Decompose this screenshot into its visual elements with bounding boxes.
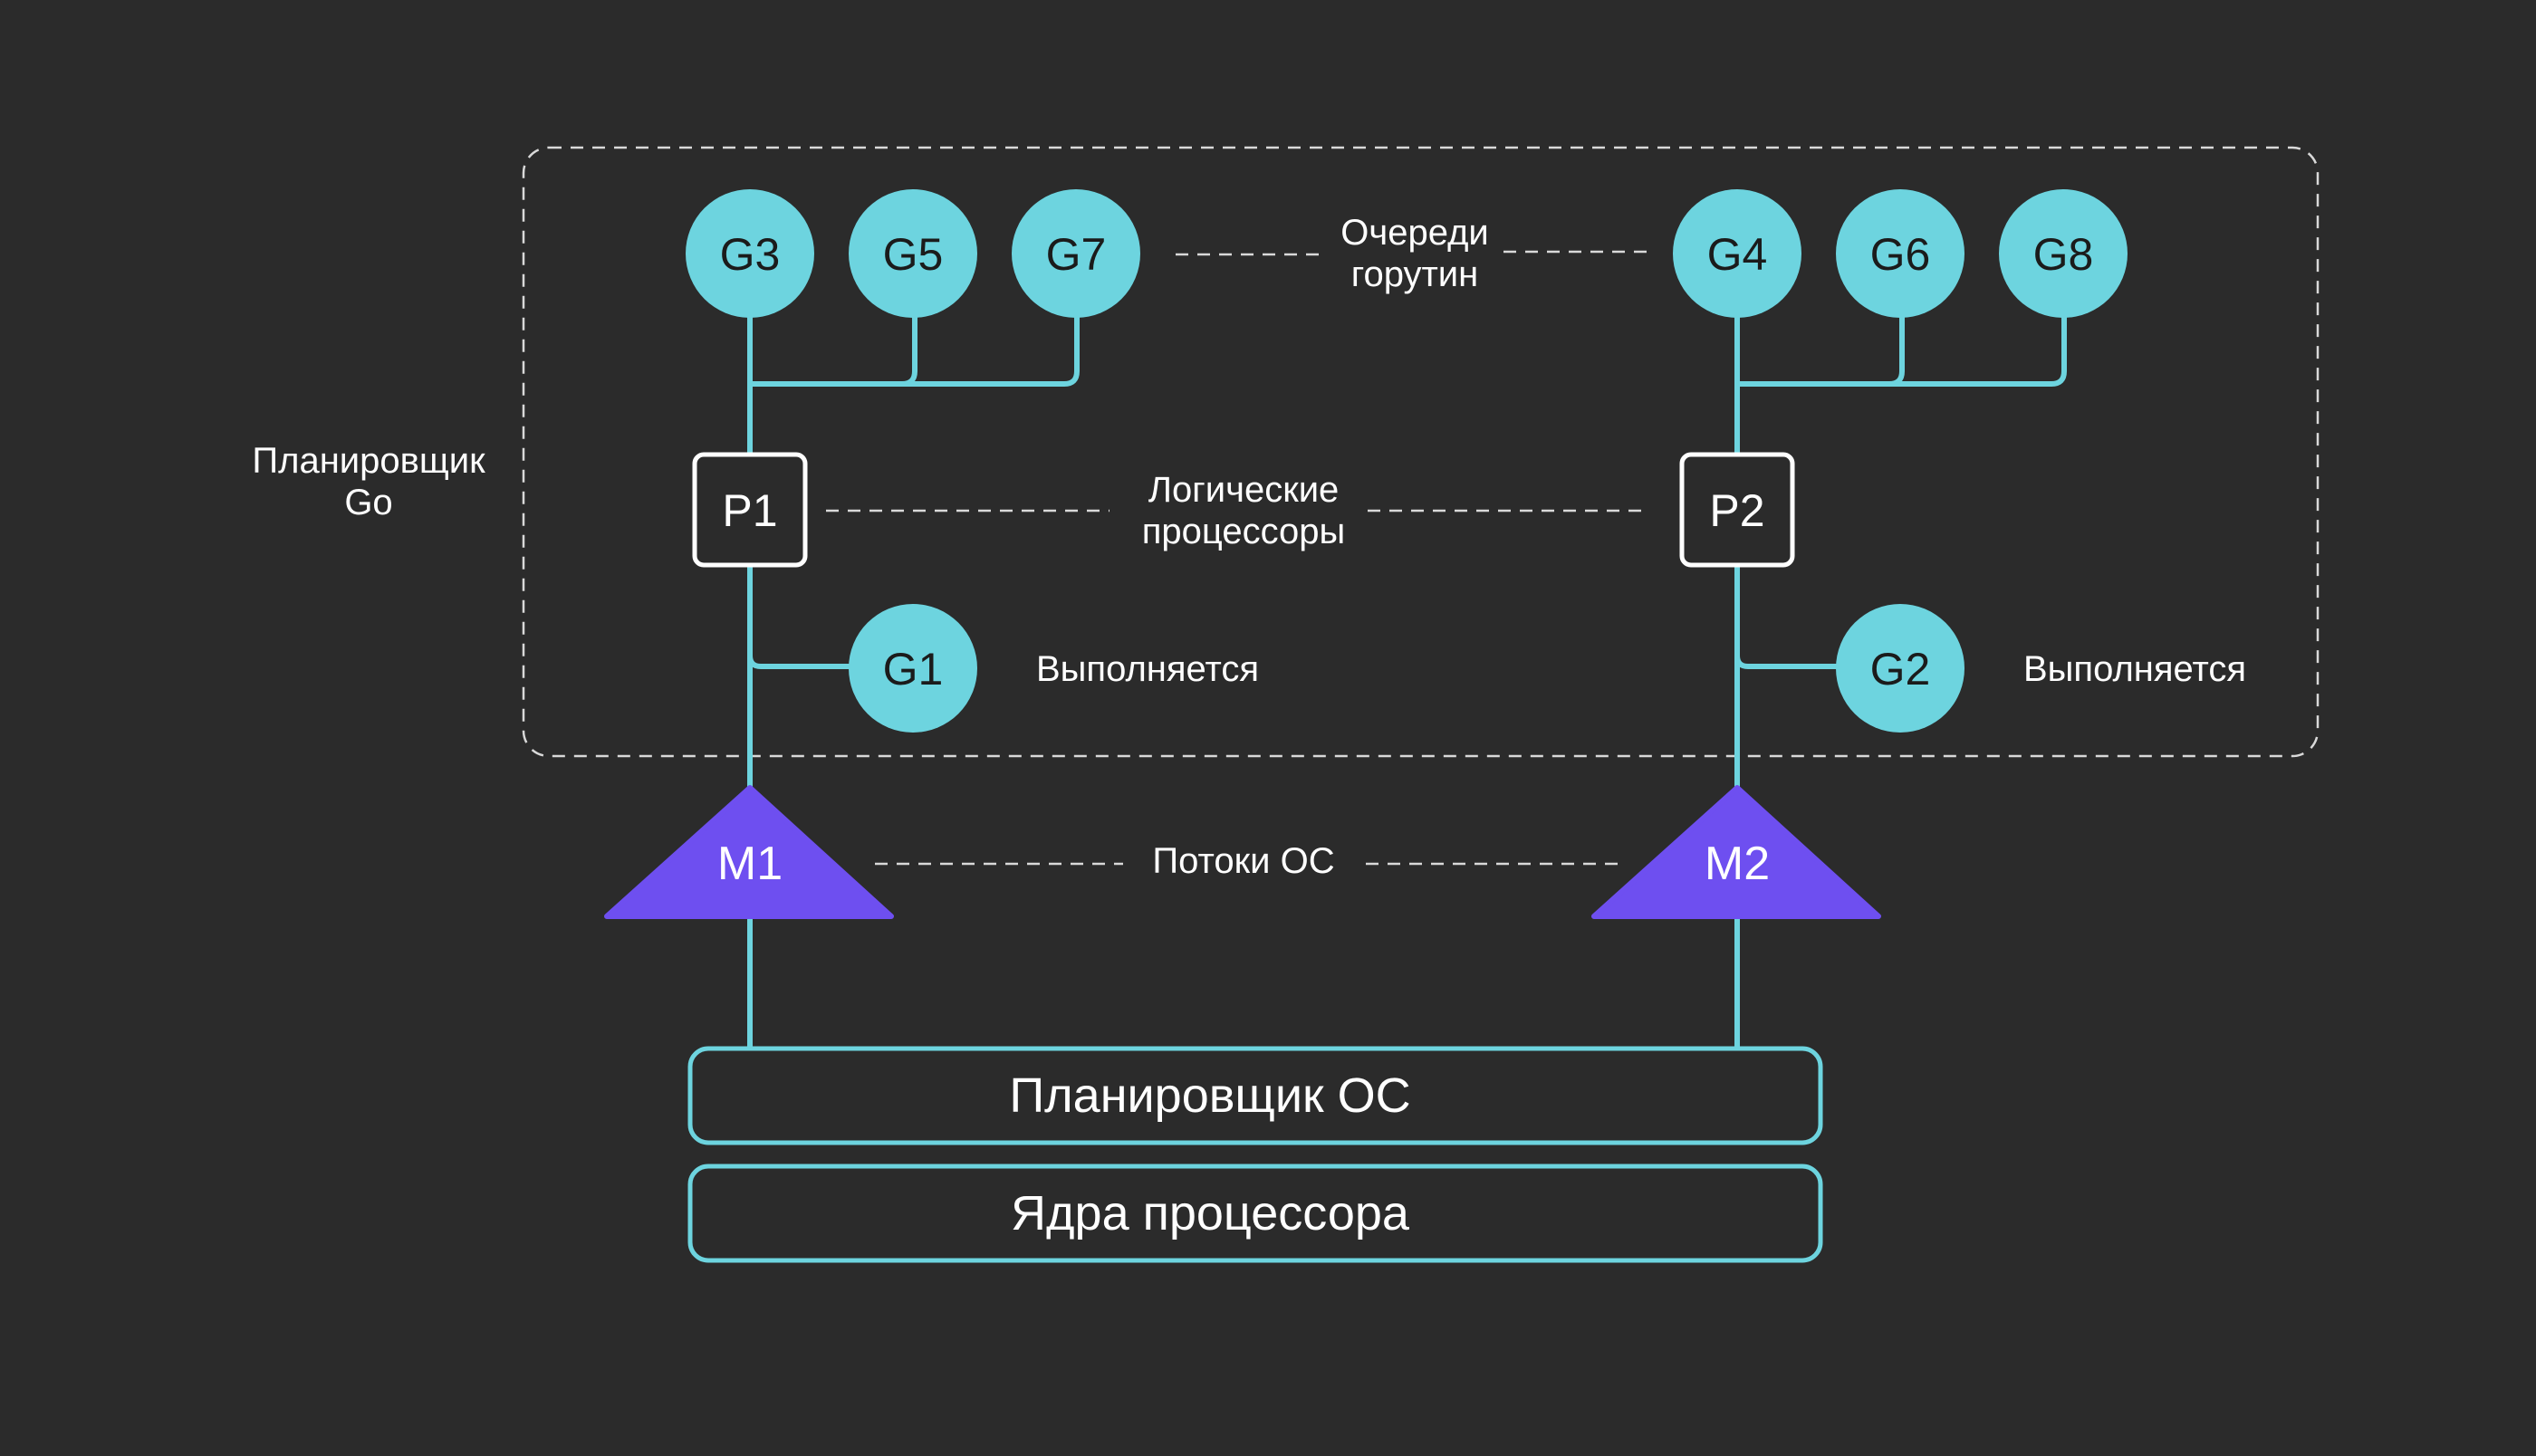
- label-logical-processors: Логические процессоры: [1142, 470, 1346, 551]
- svg-text:процессоры: процессоры: [1142, 512, 1346, 551]
- right-connectors: [1734, 308, 2067, 1047]
- svg-text:Go: Go: [344, 483, 392, 522]
- svg-text:G3: G3: [720, 229, 781, 280]
- goroutine-g7: G7: [1012, 189, 1140, 318]
- os-scheduler-bar: Планировщик ОС: [687, 1046, 1823, 1145]
- goroutine-g6: G6: [1836, 189, 1964, 318]
- svg-text:горутин: горутин: [1351, 254, 1479, 294]
- dashed-guides: [826, 250, 1650, 866]
- goroutine-g8: G8: [1999, 189, 2128, 318]
- svg-text:G4: G4: [1707, 229, 1768, 280]
- goroutine-g1-running: G1: [849, 604, 977, 733]
- svg-text:Планировщик ОС: Планировщик ОС: [1009, 1068, 1410, 1123]
- left-connectors: [747, 308, 1080, 1047]
- label-go-scheduler: Планировщик Go: [252, 441, 485, 522]
- thread-m2: M2: [1591, 785, 1881, 919]
- svg-text:Логические: Логические: [1148, 470, 1340, 510]
- svg-text:P1: P1: [722, 485, 777, 536]
- goroutine-queue-right: G4 G6 G8: [1673, 189, 2128, 318]
- svg-text:G8: G8: [2033, 229, 2094, 280]
- svg-text:G1: G1: [883, 644, 944, 694]
- goroutine-queue-left: G3 G5 G7: [686, 189, 1140, 318]
- svg-text:G2: G2: [1870, 644, 1931, 694]
- svg-text:G6: G6: [1870, 229, 1931, 280]
- label-goroutine-queues: Очереди горутин: [1340, 213, 1489, 294]
- cpu-cores-bar: Ядра процессора: [687, 1164, 1823, 1263]
- go-scheduler-boundary: [522, 146, 2320, 758]
- goroutine-g2-running: G2: [1836, 604, 1964, 733]
- label-running-right: Выполняется: [2023, 649, 2246, 689]
- processor-p1: P1: [692, 452, 808, 568]
- svg-text:M2: M2: [1705, 838, 1770, 890]
- svg-text:Очереди: Очереди: [1340, 213, 1489, 253]
- label-os-threads: Потоки ОС: [1152, 841, 1334, 881]
- svg-text:Планировщик: Планировщик: [252, 441, 485, 481]
- svg-text:Ядра процессора: Ядра процессора: [1011, 1186, 1410, 1240]
- thread-m1: M1: [604, 785, 894, 919]
- processor-p2: P2: [1679, 452, 1795, 568]
- goroutine-g5: G5: [849, 189, 977, 318]
- goroutine-g4: G4: [1673, 189, 1801, 318]
- goroutine-g3: G3: [686, 189, 814, 318]
- svg-text:G5: G5: [883, 229, 944, 280]
- svg-text:G7: G7: [1046, 229, 1107, 280]
- svg-text:P2: P2: [1709, 485, 1764, 536]
- label-running-left: Выполняется: [1036, 649, 1259, 689]
- svg-text:M1: M1: [717, 838, 783, 890]
